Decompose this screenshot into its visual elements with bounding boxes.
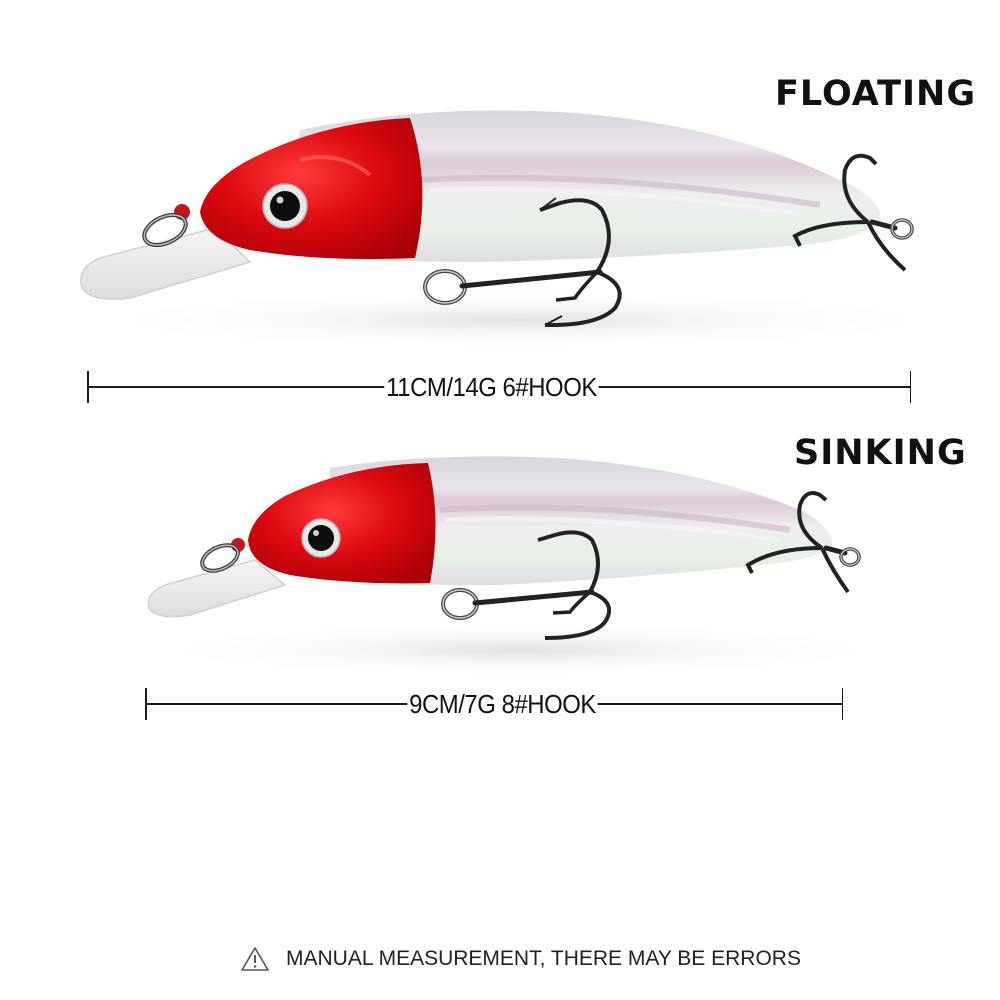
disclaimer-text: MANUAL MEASUREMENT, THERE MAY BE ERRORS (286, 947, 801, 970)
dimension-tick-right (841, 688, 843, 720)
floating-measurement-label: 11CM/14G 6#HOOK (384, 372, 599, 403)
variant-title-sinking: SINKING (794, 433, 967, 473)
measurement-disclaimer: MANUAL MEASUREMENT, THERE MAY BE ERRORS (240, 946, 801, 972)
floating-lure-image (80, 110, 960, 350)
floating-size-dimension: 11CM/14G 6#HOOK (87, 371, 911, 403)
warning-triangle-icon (241, 947, 269, 971)
sinking-measurement-label: 9CM/7G 8#HOOK (407, 689, 598, 720)
sinking-lure-image (140, 456, 900, 678)
sinking-size-dimension: 9CM/7G 8#HOOK (145, 688, 843, 720)
dimension-tick-right (909, 371, 911, 403)
variant-title-floating: FLOATING (775, 74, 977, 114)
